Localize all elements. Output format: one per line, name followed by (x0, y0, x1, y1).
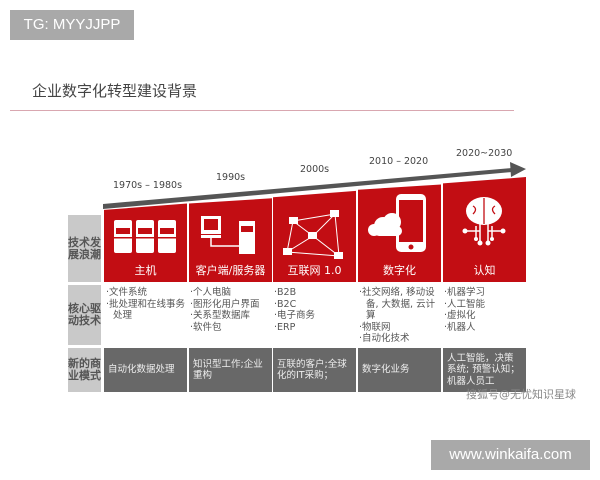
list-item: ·物联网 (359, 321, 391, 333)
title-divider (10, 110, 514, 111)
slide-title: 企业数字化转型建设背景 (32, 82, 198, 100)
list-item: ·个人电脑 (190, 287, 232, 298)
list-item: ·人工智能 (444, 298, 486, 310)
row-label-wave: 技术发展浪潮 (68, 215, 101, 282)
tech-list: ·B2B ·B2C ·电子商务 ·ERP (274, 287, 358, 333)
list-item: ·机器人 (444, 321, 476, 333)
list-item: ·B2C (274, 298, 297, 310)
row-label-tech: 核心驱动技术 (68, 285, 101, 345)
business-model-box: 人工智能，决策系统; 预警认知；机器人员工 (443, 348, 526, 392)
tech-list: ·文件系统 ·批处理和在线事务处理 (106, 287, 190, 322)
business-model-box: 知识型工作;企业重构 (189, 348, 272, 392)
list-item: ·虚拟化 (444, 310, 476, 321)
tech-list: ·个人电脑 ·图形化用户界面 ·关系型数据库 ·软件包 (190, 287, 274, 333)
wave-label: 客户端/服务器 (195, 264, 266, 277)
era-year: 1970s – 1980s (113, 180, 183, 191)
list-item: ·电子商务 (274, 310, 316, 321)
wave-card-digital: 数字化 (358, 184, 441, 282)
list-item: ·B2B (274, 287, 297, 298)
tg-badge: TG: MYYJJPP (10, 10, 134, 40)
wave-label: 互联网 1.0 (287, 264, 342, 277)
wave-card-internet: 互联网 1.0 (273, 190, 356, 282)
tech-list: ·社交网络, 移动设备, 大数据, 云计算 ·物联网 ·自动化技术 (359, 287, 439, 345)
client-server-icon (201, 216, 255, 254)
wave-label: 主机 (134, 264, 157, 277)
list-item: ·图形化用户界面 (190, 298, 260, 310)
list-item: ·ERP (274, 321, 296, 333)
list-item: ·软件包 (190, 321, 222, 333)
wave-label: 数字化 (383, 264, 416, 277)
list-item: ·文件系统 (106, 287, 148, 298)
tech-list: ·机器学习 ·人工智能 ·虚拟化 ·机器人 (444, 287, 528, 333)
network-icon (283, 210, 343, 259)
list-item: ·批处理和在线事务处理 (106, 298, 186, 322)
wave-card-client-server: 客户端/服务器 (189, 198, 272, 282)
watermark: 搜狐号@无忧知识星球 (466, 388, 576, 401)
url-badge: www.winkaifa.com (431, 440, 590, 470)
list-item: ·关系型数据库 (190, 310, 251, 321)
list-item: ·机器学习 (444, 287, 486, 298)
era-year: 2020~2030 (456, 148, 513, 159)
era-year: 2000s (300, 164, 330, 175)
brain-circuit-icon (462, 197, 506, 246)
wave-card-mainframe: 主机 (104, 203, 187, 282)
era-year: 2010 – 2020 (369, 156, 429, 167)
wave-label: 认知 (473, 264, 496, 277)
list-item: ·自动化技术 (359, 333, 410, 344)
cloud-phone-icon (368, 194, 426, 252)
business-model-box: 数字化业务 (358, 348, 441, 392)
row-label-business: 新的商业模式 (68, 348, 101, 392)
business-model-box: 自动化数据处理 (104, 348, 187, 392)
era-year: 1990s (216, 172, 246, 183)
business-model-box: 互联的客户;全球化的IT采购； (273, 348, 356, 392)
list-item: ·社交网络, 移动设备, 大数据, 云计算 (359, 287, 436, 321)
mainframe-icon (114, 220, 176, 253)
wave-card-cognitive: 认知 (443, 177, 526, 282)
